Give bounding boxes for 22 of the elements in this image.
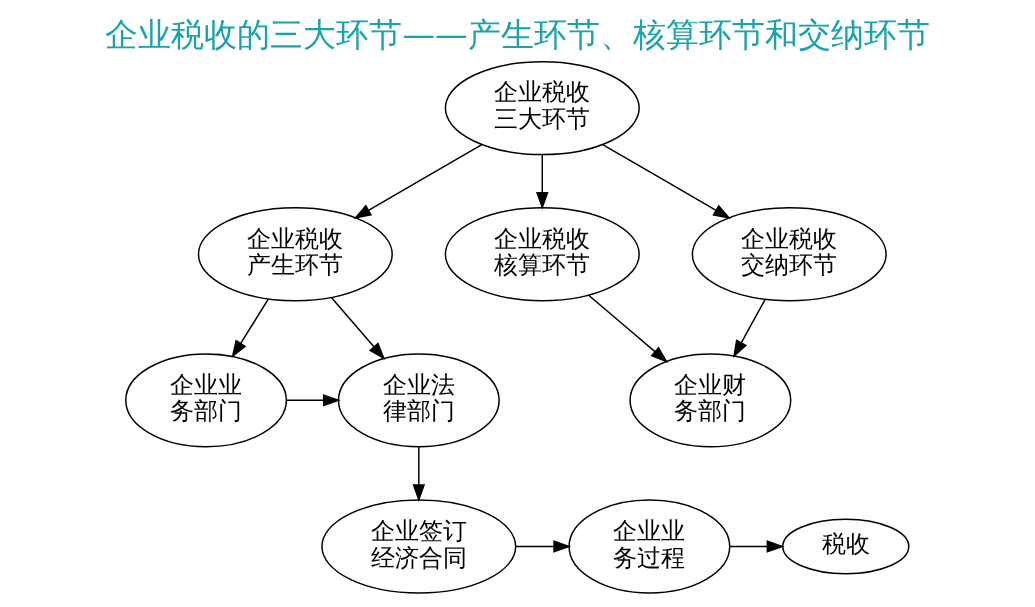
arrow (330, 296, 386, 360)
node-ellipse: 企业签订经济合同 (321, 499, 517, 594)
arrow (536, 153, 549, 210)
node-ellipse: 企业业务部门 (125, 353, 288, 448)
node-ellipse: 企业税收核算环节 (444, 207, 640, 302)
arrow (728, 540, 785, 553)
node-ellipse: 企业法律部门 (337, 353, 500, 448)
arrow (587, 294, 669, 363)
node-ellipse: 企业税收三大环节 (444, 60, 640, 156)
arrow (285, 394, 341, 407)
arrow (514, 540, 572, 553)
diagram-title: 企业税收的三大环节——产生环节、核算环节和交纳环节 (105, 16, 930, 55)
node-ellipse: 企业税收产生环节 (197, 207, 393, 302)
node-ellipse: 企业税收交纳环节 (691, 207, 887, 302)
arrow (412, 446, 426, 503)
node-ellipse: 税收 (782, 518, 910, 575)
arrow (601, 143, 731, 219)
arrow (231, 298, 270, 359)
arrow (732, 298, 766, 358)
node-ellipse: 企业业务过程 (568, 499, 731, 594)
arrow (353, 143, 483, 219)
node-ellipse: 企业财务部门 (629, 353, 792, 448)
